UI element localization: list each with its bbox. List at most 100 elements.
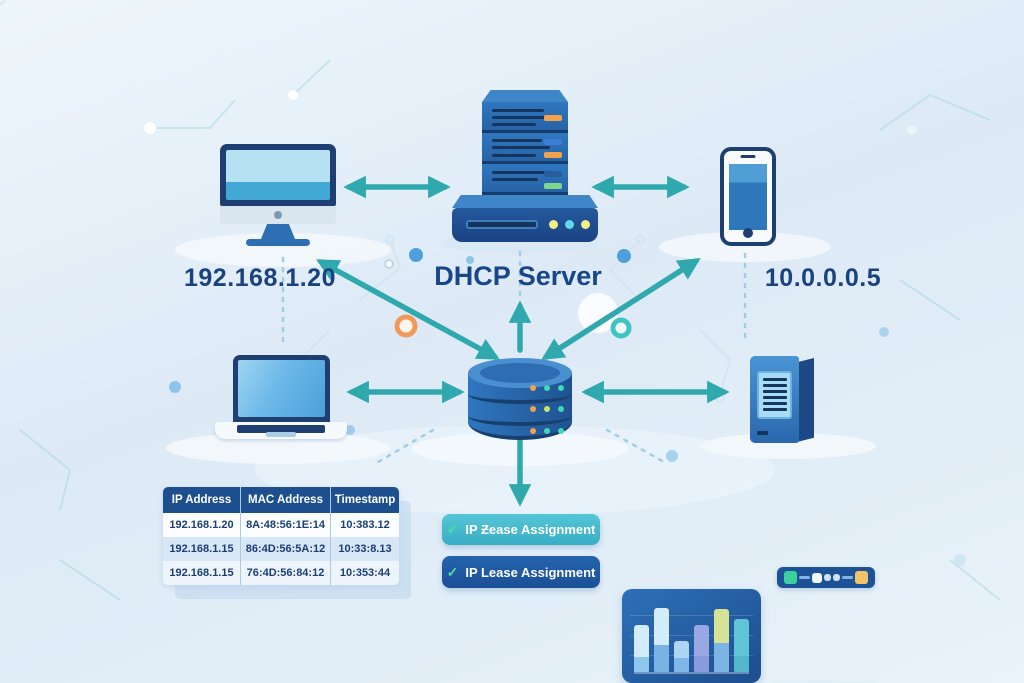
led-chip-orange	[544, 152, 562, 158]
server-led-yellow	[549, 220, 558, 229]
vent-stripe	[492, 109, 544, 112]
server-top-face	[482, 90, 568, 102]
vent-line	[762, 396, 787, 399]
smartphone	[720, 147, 776, 246]
table-row: 192.168.1.20 8A:48:56:1E:14 10:383.12	[163, 513, 399, 537]
laptop-touchpad	[266, 432, 296, 437]
vent-stripe	[492, 123, 536, 126]
chart-bar	[674, 641, 689, 672]
db-dot-orange	[530, 385, 536, 391]
server-drive-slot	[466, 220, 538, 229]
dash-icon	[842, 576, 853, 579]
database-separator	[468, 414, 572, 426]
db-dot-lime	[544, 406, 550, 412]
white-node-circle	[578, 293, 618, 333]
chart-bar	[634, 624, 649, 672]
server-led-cyan	[565, 220, 574, 229]
database-top-inner	[480, 363, 560, 383]
vent-stripe	[492, 178, 538, 181]
desktop-ip-label: 192.168.1.20	[184, 264, 336, 292]
button-label: IP Lease Assignment	[465, 564, 596, 580]
db-dot-teal	[558, 385, 564, 391]
phone-speaker	[740, 155, 756, 158]
monitor-screen	[226, 150, 330, 200]
tower-power-nub	[757, 431, 768, 435]
monitor-chin	[220, 206, 336, 224]
laptop-screen	[237, 360, 325, 417]
chart-bar	[714, 608, 729, 672]
db-dot-teal	[558, 406, 564, 412]
desktop-computer	[220, 144, 336, 246]
table-row: 192.168.1.15 86:4D:56:5A:12 10:33:8.13	[163, 537, 399, 561]
led-chip-orange	[544, 115, 562, 121]
cell-ip: 192.168.1.15	[169, 543, 234, 555]
tower-front-face	[750, 356, 799, 443]
vent-stripe	[492, 116, 552, 119]
chart-gridline	[630, 655, 753, 656]
cell-time: 10:383.12	[330, 513, 399, 537]
slider-dot	[833, 574, 840, 581]
chart-gridline	[630, 635, 753, 636]
vent-line	[762, 390, 787, 393]
orange-ring-node	[394, 314, 418, 338]
server-base-top	[452, 195, 598, 208]
slider-dot	[824, 574, 831, 581]
circuit-traces-light	[0, 0, 732, 403]
laptop-base	[215, 422, 347, 439]
dash-icon	[799, 576, 810, 579]
green-status-square	[784, 571, 797, 584]
check-icon: ✓	[446, 563, 459, 580]
server-unit-3	[482, 164, 568, 195]
chart-gridline	[630, 615, 753, 616]
cell-ip: 192.168.1.20	[169, 519, 234, 531]
chart-bar	[694, 625, 709, 672]
laptop-lid	[232, 355, 330, 422]
button-label: IP Ƶease Assignment	[465, 522, 596, 537]
phone-screen	[729, 164, 767, 230]
phone-home-button	[743, 228, 753, 238]
led-chip-green	[544, 183, 562, 189]
monitor-frame	[220, 144, 336, 206]
lease-database	[468, 358, 572, 442]
col-header-time: Timestamp	[330, 487, 399, 513]
led-chip-blue	[544, 139, 562, 145]
monitor-logo-dot	[274, 211, 282, 219]
status-legend-pill	[777, 567, 875, 588]
orange-status-square	[855, 571, 868, 584]
database-separator	[468, 392, 572, 404]
cell-time: 10:33:8.13	[330, 537, 399, 561]
vent-stripe	[492, 139, 542, 142]
laptop-keyboard	[237, 425, 325, 433]
diagram-title: DHCP Server	[434, 261, 602, 291]
server-unit-1	[482, 102, 568, 133]
laptop-computer	[215, 355, 347, 439]
col-header-mac: MAC Address	[240, 487, 330, 513]
slider-cluster	[812, 572, 840, 583]
ip-lease-assignment-button-teal[interactable]: ✓ IP Ƶease Assignment	[442, 514, 600, 545]
server-unit-2	[482, 133, 568, 164]
chart-bar	[734, 619, 749, 672]
vent-stripe	[492, 146, 550, 149]
vent-stripe	[492, 171, 546, 174]
database-top	[468, 358, 572, 388]
cell-mac: 76:4D:56:84:12	[240, 561, 330, 585]
dhcp-rack-server	[452, 90, 598, 242]
vent-line	[762, 378, 787, 381]
cell-time: 10:353:44	[330, 561, 399, 585]
slider-handle	[812, 572, 822, 583]
cell-ip: 192.168.1.15	[169, 567, 234, 579]
db-dot-teal	[544, 428, 550, 434]
db-dot-teal	[544, 385, 550, 391]
table-row: 192.168.1.15 76:4D:56:84:12 10:353:44	[163, 561, 399, 585]
lease-statistics-chart	[622, 589, 761, 683]
server-led-yellow	[581, 220, 590, 229]
ip-lease-assignment-button-blue[interactable]: ✓ IP Lease Assignment	[442, 556, 600, 588]
vent-line	[762, 408, 787, 411]
vent-line	[762, 402, 787, 405]
server-base-front	[452, 208, 598, 242]
chart-bar	[654, 607, 669, 672]
check-icon: ✓	[446, 521, 459, 537]
col-header-ip: IP Address	[171, 494, 232, 506]
tower-side-face	[797, 358, 814, 442]
